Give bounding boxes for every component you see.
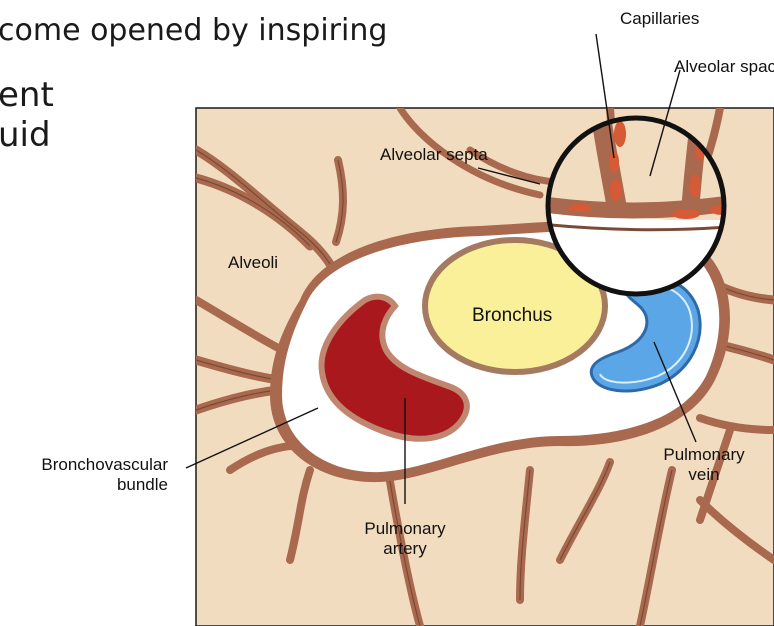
label-bronchovascular-line2: bundle [117, 475, 168, 494]
label-bronchovascular-line1: Bronchovascular [41, 455, 168, 474]
label-pulmonary-vein-line2: vein [688, 465, 719, 484]
label-pulmonary-artery-line1: Pulmonary [364, 519, 446, 538]
label-pulmonary-artery-line2: artery [383, 539, 427, 558]
label-bronchus: Bronchus [472, 305, 552, 326]
label-pulmonary-vein-line1: Pulmonary [663, 445, 745, 464]
label-alveolar-space: Alveolar space [674, 57, 774, 76]
label-alveolar-septa: Alveolar septa [380, 145, 488, 164]
label-alveoli: Alveoli [228, 253, 278, 272]
label-capillaries: Capillaries [620, 9, 699, 28]
